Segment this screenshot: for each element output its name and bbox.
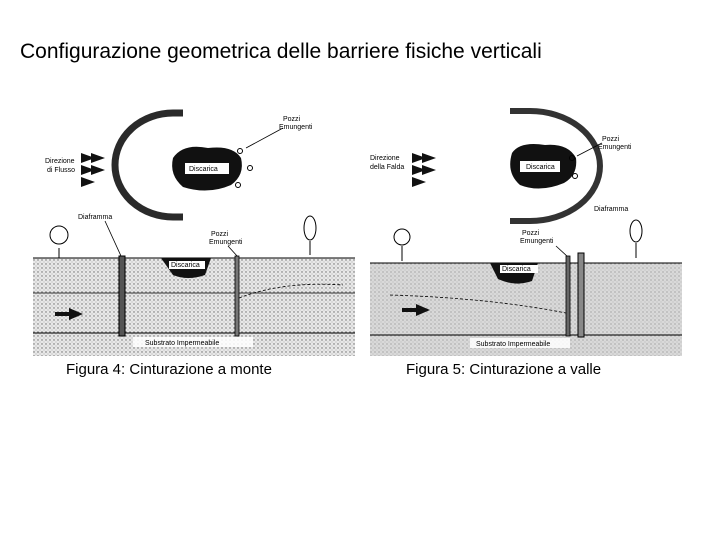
label-discarica-section: Discarica xyxy=(171,262,200,269)
label-substrato: Substrato Impermeabile xyxy=(145,340,219,347)
extraction-well xyxy=(235,256,239,336)
label-direzione-2: di Flusso xyxy=(47,167,75,174)
label-diaframma: Diaframma xyxy=(78,214,112,221)
label-direzione-2: della Falda xyxy=(370,164,404,171)
label-discarica-section: Discarica xyxy=(502,266,531,273)
label-discarica-plan: Discarica xyxy=(189,166,218,173)
label-substrato: Substrato Impermeabile xyxy=(476,341,550,348)
label-discarica-plan: Discarica xyxy=(526,164,555,171)
diaphragm-wall xyxy=(578,253,584,337)
label-direzione-1: Direzione xyxy=(370,155,400,162)
flow-direction-arrows xyxy=(81,153,105,187)
figure-5-caption: Figura 5: Cinturazione a valle xyxy=(406,361,601,378)
diaphragm-wall xyxy=(119,256,125,336)
label-diaframma: Diaframma xyxy=(594,206,628,213)
figure-4-caption: Figura 4: Cinturazione a monte xyxy=(66,361,272,378)
tree-right xyxy=(630,220,642,258)
flow-direction-arrows xyxy=(412,153,436,187)
tree-left xyxy=(394,229,410,261)
page-title: Configurazione geometrica delle barriere… xyxy=(20,40,542,64)
tree-left xyxy=(50,226,68,261)
label-direzione-1: Direzione xyxy=(45,158,75,165)
extraction-well xyxy=(566,256,570,336)
tree-right xyxy=(304,216,316,255)
